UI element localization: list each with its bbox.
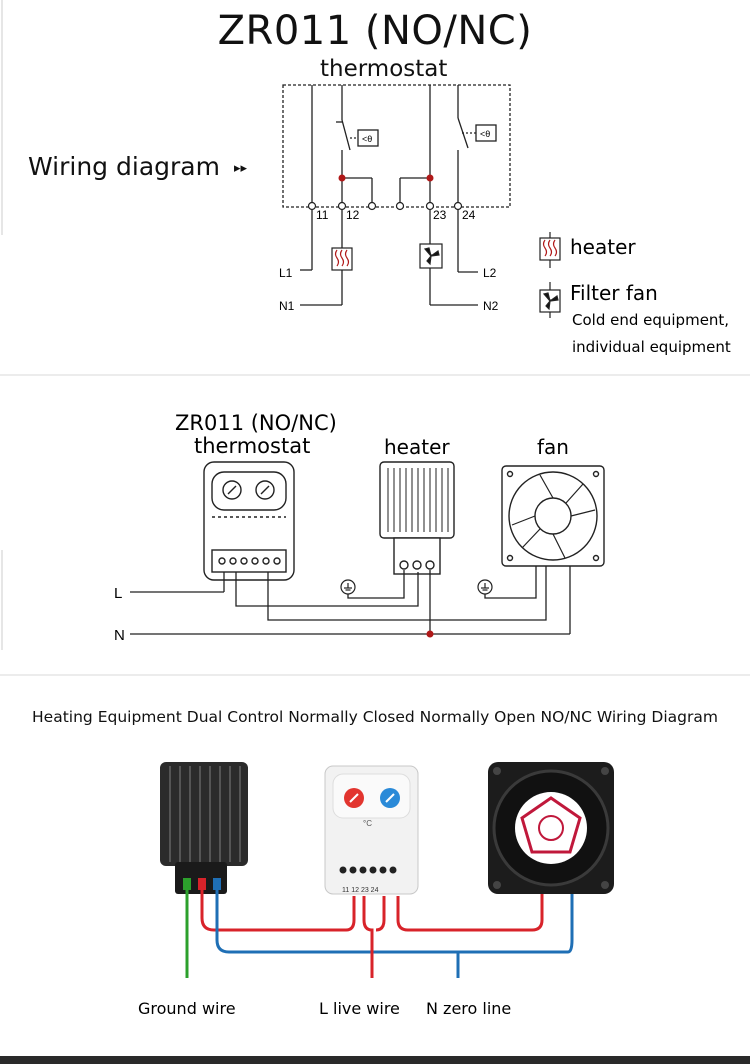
legend-fan-note1: Cold end equipment, [572, 311, 729, 329]
wires [130, 566, 571, 635]
terminal-row [307, 201, 463, 211]
external-wiring [300, 210, 478, 306]
legend-fan-note2: individual equipment [572, 338, 731, 356]
fan-title: fan [537, 435, 569, 459]
thermostat-title-1: ZR011 (NO/NC) [175, 411, 337, 435]
live-wire-label: L live wire [319, 999, 400, 1018]
fan-device [501, 465, 605, 567]
heater-title: heater [384, 435, 450, 459]
wiring-diagram-label: Wiring diagram [28, 152, 220, 181]
thermostat-box [282, 84, 511, 208]
terminal-11: 11 [316, 208, 329, 222]
fan-product [488, 762, 614, 894]
legend-heater-icon [539, 232, 561, 268]
bottom-bar [0, 1056, 750, 1064]
colored-wires [185, 890, 574, 978]
terminal-24: 24 [462, 208, 476, 222]
contact-left [311, 85, 379, 205]
line-N1: N1 [279, 299, 295, 313]
terminal-23: 23 [433, 208, 447, 222]
photo-diagram-title: Heating Equipment Dual Control Normally … [32, 708, 718, 726]
ground-icon [340, 579, 493, 595]
legend-heater-label: heater [570, 235, 636, 259]
svg-text:<θ: <θ [480, 129, 490, 139]
ground-wire-label: Ground wire [138, 999, 236, 1018]
node-right [426, 174, 434, 182]
node-neutral [426, 630, 434, 638]
line-N: N [114, 627, 125, 644]
page-title: ZR011 (NO/NC) [217, 8, 533, 54]
line-L: L [114, 585, 122, 602]
svg-text:<θ: <θ [362, 134, 372, 144]
device-wiring-diagram: ZR011 (NO/NC) thermostat heater fan [0, 411, 750, 676]
heater-product [160, 762, 248, 894]
node-left [338, 174, 346, 182]
contact-right [399, 85, 497, 205]
heater-icon [331, 247, 353, 271]
thermostat-caption: thermostat [320, 56, 448, 82]
fan-icon [419, 243, 443, 269]
legend-fan-icon [539, 282, 561, 318]
thermostat-device [203, 461, 295, 581]
photo-wiring-diagram: °C 11 12 23 24 Ground wire L live wire N… [138, 762, 614, 1018]
thermostat-title-2: thermostat [194, 434, 310, 458]
celsius-label: °C [363, 819, 372, 828]
thermostat-terminal-labels: 11 12 23 24 [342, 887, 379, 894]
legend-fan-label: Filter fan [570, 281, 658, 305]
line-N2: N2 [483, 299, 499, 313]
schematic-diagram: <θ <θ 11 12 23 24 [0, 0, 750, 376]
line-L1: L1 [279, 266, 293, 280]
heater-device [379, 461, 455, 575]
thermostat-product: °C 11 12 23 24 [324, 765, 419, 895]
line-L2: L2 [483, 266, 497, 280]
arrow-icon: ▸▸ [234, 160, 248, 175]
terminal-12: 12 [346, 208, 360, 222]
neutral-line-label: N zero line [426, 999, 511, 1018]
